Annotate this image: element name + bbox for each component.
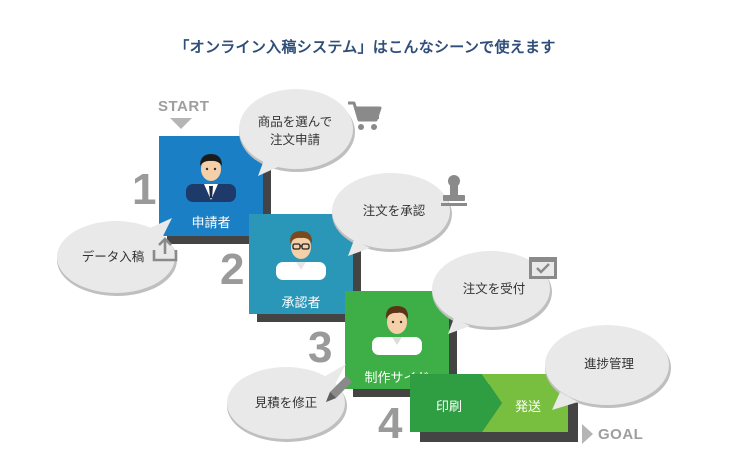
goal-arrow-icon bbox=[582, 424, 593, 444]
receive-text: 注文を受付 bbox=[462, 281, 526, 296]
upload-bubble bbox=[57, 218, 177, 296]
start-label: START bbox=[158, 98, 210, 115]
applicant-person-icon bbox=[186, 154, 236, 202]
approver-person-icon bbox=[276, 231, 326, 280]
goal-label: GOAL bbox=[598, 426, 644, 443]
approver-card: 承認者 bbox=[249, 214, 353, 314]
approve-bubble bbox=[332, 173, 452, 256]
step-number-3: 3 bbox=[308, 323, 333, 372]
production-card: 制作サイド bbox=[345, 291, 449, 389]
applicant-card: 申請者 bbox=[159, 136, 263, 236]
start-arrow-icon bbox=[170, 118, 192, 129]
upload-icon bbox=[152, 237, 178, 262]
stamp-icon bbox=[441, 175, 467, 206]
progress-bubble bbox=[545, 325, 671, 410]
select-order-line2: 注文申請 bbox=[269, 132, 320, 147]
print-label: 印刷 bbox=[436, 400, 463, 415]
edit-bubble bbox=[227, 364, 347, 442]
upload-text: データ入稿 bbox=[81, 249, 145, 264]
step-number-1: 1 bbox=[132, 165, 157, 214]
page-title: 「オンライン入稿システム」はこんなシーンで使えます bbox=[174, 38, 556, 56]
step-number-2: 2 bbox=[220, 245, 245, 294]
select-order-bubble bbox=[239, 89, 355, 176]
select-order-line1: 商品を選んで bbox=[257, 114, 333, 129]
step-number-4: 4 bbox=[378, 399, 403, 448]
edit-text: 見積を修正 bbox=[254, 395, 318, 410]
process-bar bbox=[410, 374, 578, 442]
pencil-icon bbox=[326, 376, 352, 402]
applicant-label: 申請者 bbox=[191, 216, 231, 231]
ship-label: 発送 bbox=[515, 400, 542, 415]
progress-text: 進捗管理 bbox=[583, 356, 634, 371]
cart-icon bbox=[348, 101, 382, 130]
approver-label: 承認者 bbox=[281, 296, 321, 311]
production-person-icon bbox=[372, 306, 422, 355]
inbox-icon bbox=[529, 257, 557, 279]
approve-text: 注文を承認 bbox=[362, 203, 426, 218]
select-order-text: 商品を選んで 注文申請 bbox=[254, 113, 336, 149]
receive-bubble bbox=[432, 251, 552, 334]
